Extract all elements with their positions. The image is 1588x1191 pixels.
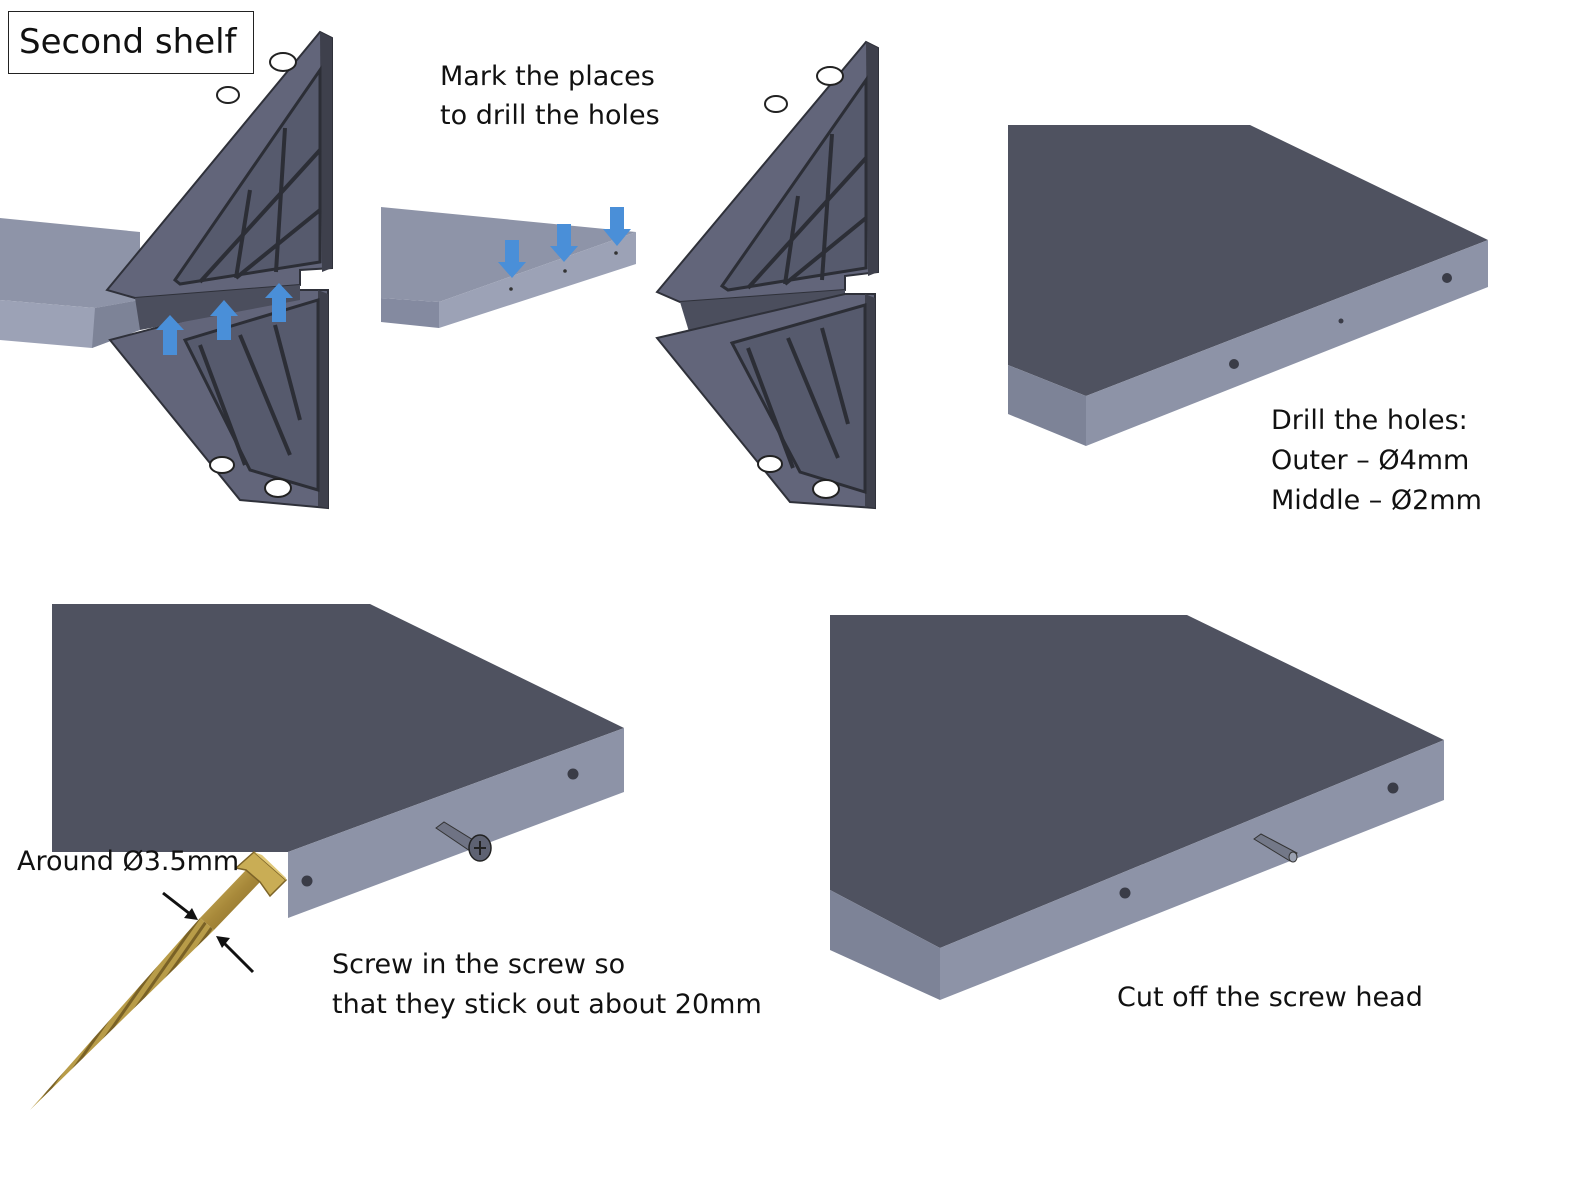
shelf-side <box>381 298 439 328</box>
shelf-top <box>52 604 624 852</box>
drill-step-line1: Drill the holes: <box>1271 405 1468 436</box>
drill-hole-outer <box>567 768 579 780</box>
down-arrow-icon <box>498 240 526 278</box>
drill-hole-outer <box>1442 273 1452 283</box>
shelf-front <box>439 232 636 328</box>
shelf-front <box>1086 240 1488 446</box>
up-arrow-icon <box>210 300 238 340</box>
bracket-hole <box>216 86 240 104</box>
shelf-top <box>1008 125 1488 396</box>
down-arrow-icon <box>603 207 631 246</box>
cut-screw <box>1253 833 1298 862</box>
drill-step-line3: Middle – Ø2mm <box>1271 485 1482 516</box>
screw-step-line1: Screw in the screw so <box>332 949 626 980</box>
up-arrow-icon <box>156 315 184 355</box>
shelf-top <box>830 615 1444 948</box>
drill-hole-outer <box>301 875 313 887</box>
drill-hole-outer <box>1387 782 1399 794</box>
shelf-side <box>1008 365 1086 446</box>
dimension-arrow-icon <box>216 936 255 974</box>
step5-cut-shelf <box>830 615 1444 1000</box>
dimension-arrow-icon <box>162 891 198 920</box>
mark-step-line2: to drill the holes <box>440 100 660 131</box>
bracket-hole <box>757 455 783 473</box>
screw-size-label: Around Ø3.5mm <box>17 846 240 877</box>
down-arrow-icon <box>550 224 578 262</box>
step2-empty-bracket <box>655 40 879 510</box>
step4-screw-in-shelf <box>0 604 624 1112</box>
bracket-hole <box>264 478 292 498</box>
drill-step-line2: Outer – Ø4mm <box>1271 445 1470 476</box>
shelf-front <box>940 740 1444 1000</box>
step2-mark-shelf <box>381 207 636 328</box>
bracket-hole <box>269 52 297 72</box>
cut-step-label: Cut off the screw head <box>1117 982 1423 1013</box>
shelf-side <box>830 890 940 1000</box>
step3-drilled-shelf <box>1008 125 1488 446</box>
bracket-hole <box>816 66 844 86</box>
drill-hole-outer <box>1229 359 1239 369</box>
screw-step-line2: that they stick out about 20mm <box>332 989 762 1020</box>
bracket-hole <box>209 456 235 474</box>
bracket-hole <box>764 95 788 113</box>
bracket-hole <box>812 479 840 499</box>
shelf-top <box>0 218 140 308</box>
mark-step-line1: Mark the places <box>440 61 655 92</box>
step1-bracket-with-shelf <box>0 30 333 510</box>
page-title: Second shelf <box>8 11 254 74</box>
shelf-front <box>288 728 624 918</box>
drill-hole-outer <box>1119 887 1131 899</box>
drill-hole-middle <box>1338 318 1344 324</box>
up-arrow-icon <box>265 283 293 322</box>
screw-illustration <box>30 851 288 1110</box>
